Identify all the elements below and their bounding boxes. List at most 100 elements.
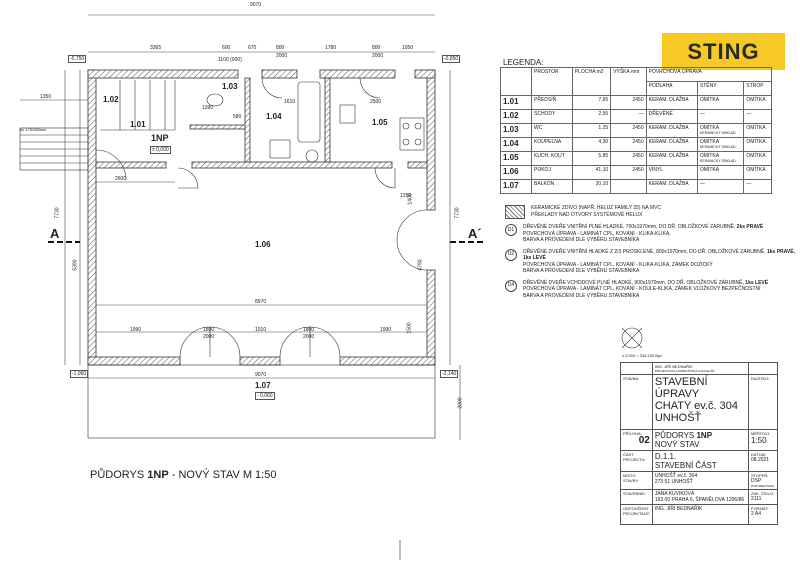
room-label: 1.06	[255, 240, 271, 249]
section-label-right: A´	[468, 226, 482, 241]
dim: 4790	[417, 259, 424, 271]
legend-ceiling: OMÍTKA	[746, 125, 766, 131]
tb-label: MĚŘÍTKO:	[751, 431, 771, 436]
misto-line: UNHOŠŤ ev.č. 304	[654, 473, 698, 479]
legend-cell-floor: KERAM. DLAŽBA	[645, 179, 698, 194]
legend-cell-ceiling: —	[743, 109, 772, 124]
legend-num: 1.06	[503, 167, 519, 176]
masonry-hatch-icon	[505, 205, 525, 219]
dim: 1250	[400, 193, 412, 199]
legend-num: 1.07	[503, 181, 519, 190]
stair-label: 6x 175/280mm	[20, 127, 47, 132]
legend-cell-height: 2450	[610, 137, 647, 152]
legend-ceiling: OMÍTKA	[746, 97, 766, 103]
tb-label: RAZÍTKO:	[748, 374, 778, 430]
section-label-left: A	[50, 226, 60, 241]
legend-cell-floor: KERAM. DLAŽBA	[645, 151, 698, 166]
note-line: BARVA A PROVEDENÍ DLE VÝBĚRU STAVEBNÍKA	[523, 268, 640, 274]
stavba-line: UNHOŠŤ	[654, 412, 702, 424]
dim: 580	[233, 114, 242, 120]
tb-label: STAVBA:	[620, 374, 653, 430]
legend-height: 2450	[632, 125, 644, 131]
stage-sub: DOKUMENTACE	[751, 484, 775, 488]
legend-area: 4,30	[598, 139, 609, 145]
tb-label: ČÁST PROJEKTU:	[620, 450, 653, 472]
legend-cell-height: 2450	[610, 95, 647, 110]
legend-title: LEGENDA:	[503, 58, 544, 67]
door-note: D2 DŘEVĚNÉ DVEŘE VNITŘNÍ HLADKÉ Z 2/3 PR…	[505, 248, 795, 275]
dim-top: 800	[276, 45, 285, 51]
dim: 7730	[54, 207, 61, 219]
dim: 1990	[380, 327, 392, 333]
dim-top: 600	[222, 45, 231, 51]
plan-title: PŮDORYS 1NP - NOVÝ STAV M 1:50	[90, 469, 276, 481]
coordinate-note: z 0,000 = 334,230 Bpv	[622, 353, 663, 358]
dim-top: 1050	[402, 45, 414, 51]
legend-floor: KERAM. DLAŽBA	[648, 139, 689, 145]
dim-total-top: 9070	[250, 2, 262, 8]
legend-cell-num: 1.04	[500, 137, 532, 152]
legend-cell-height: 2450	[610, 123, 647, 138]
client-line: JANA KUVIKOVÁ	[654, 491, 695, 497]
dim-top-sub: 1100 (900)	[218, 57, 242, 63]
note-line: BARVA A PROVEDENÍ DLE VÝBĚRU STAVEBNÍKA	[523, 292, 640, 299]
drawing-name-b: 1NP	[696, 431, 713, 440]
dim: 1500	[406, 322, 413, 334]
legend-cell-floor: DŘEVĚNÉ	[645, 109, 698, 124]
legend-num: 1.03	[503, 125, 519, 134]
legend-height: 2450	[632, 97, 644, 103]
legend-walls: —	[699, 181, 705, 187]
door-tag-icon: D1	[505, 224, 517, 236]
legend-name: PŘEDSÍŇ	[534, 97, 557, 103]
room-label: 1.03	[222, 82, 238, 91]
legend-height: 2450	[632, 153, 644, 159]
legend-header: VÝŠKA mm	[610, 67, 647, 96]
door-tag-icon: D2	[505, 248, 517, 261]
legend-cell-area: 7,65	[571, 95, 612, 110]
legend-ceiling: —	[746, 111, 752, 117]
room-label: 1.04	[266, 112, 282, 121]
designer: ING. JIŘÍ BEDNAŘÍK	[654, 364, 693, 369]
legend-walls-sub: KERAMICKÝ OBKLAD	[699, 131, 736, 135]
legend-cell-name: PŘEDSÍŇ	[531, 95, 573, 110]
legend-name: KUCH. KOUT	[534, 153, 565, 159]
dim: 9070	[255, 372, 267, 378]
note-bold: 1ks LEVÉ	[745, 279, 769, 286]
cast-line: D.1.1.	[654, 452, 677, 461]
floor-level: ± 0,000	[150, 146, 171, 154]
note-line: POVRCHOVÁ ÚPRAVA - LAMINÁT CPL, KOVÁNÍ -…	[523, 286, 761, 292]
walls	[87, 69, 436, 366]
dim: 2000	[203, 334, 215, 340]
legend-area: 41,10	[595, 167, 609, 173]
legend-header: STROP	[743, 81, 772, 96]
dim: 1990	[130, 327, 142, 333]
legend-cell-floor: KERAM. DLAŽBA	[645, 137, 698, 152]
date: 08.2021	[751, 457, 770, 463]
dim: 1800	[303, 327, 315, 333]
legend-area: 1,25	[598, 125, 609, 131]
note-line: PŘEKLADY NAD OTVORY SYSTÉMOVÉ HELUX	[531, 211, 643, 218]
legend-height: 2450	[632, 139, 644, 145]
legend-num: 1.01	[503, 97, 519, 106]
legend-cell-name: POKOJ	[531, 165, 573, 180]
dim: 2000	[303, 334, 315, 340]
legend-cell-walls: —	[696, 109, 745, 124]
level-tr: -0,850	[442, 55, 461, 63]
legend-cell-area: 41,10	[571, 165, 612, 180]
north-arrow-icon	[620, 328, 621, 329]
legend-cell-area: 20,10	[571, 179, 612, 194]
legend-name: POKOJ	[534, 167, 551, 173]
client-line: 163 00 PRAHA 6, ŠPANĚLOVA 1296/86	[654, 497, 745, 503]
note-hatch: KERAMICKÉ ZDIVO (NAPŘ. HELUZ FAMILY 25) …	[505, 205, 795, 219]
drawing-name: PŮDORYS 1NP	[655, 431, 746, 440]
stavba-line: CHATY ev.č. 304	[654, 400, 738, 412]
legend-cell-name: KUCH. KOUT	[531, 151, 573, 166]
legend-cell-floor: KERAM. DLAŽBA	[645, 123, 698, 138]
legend-ceiling: OMÍTKA	[746, 167, 766, 173]
note-line: BARVA A PROVEDENÍ DLE VÝBĚRU STAVEBNÍKA	[523, 237, 640, 243]
